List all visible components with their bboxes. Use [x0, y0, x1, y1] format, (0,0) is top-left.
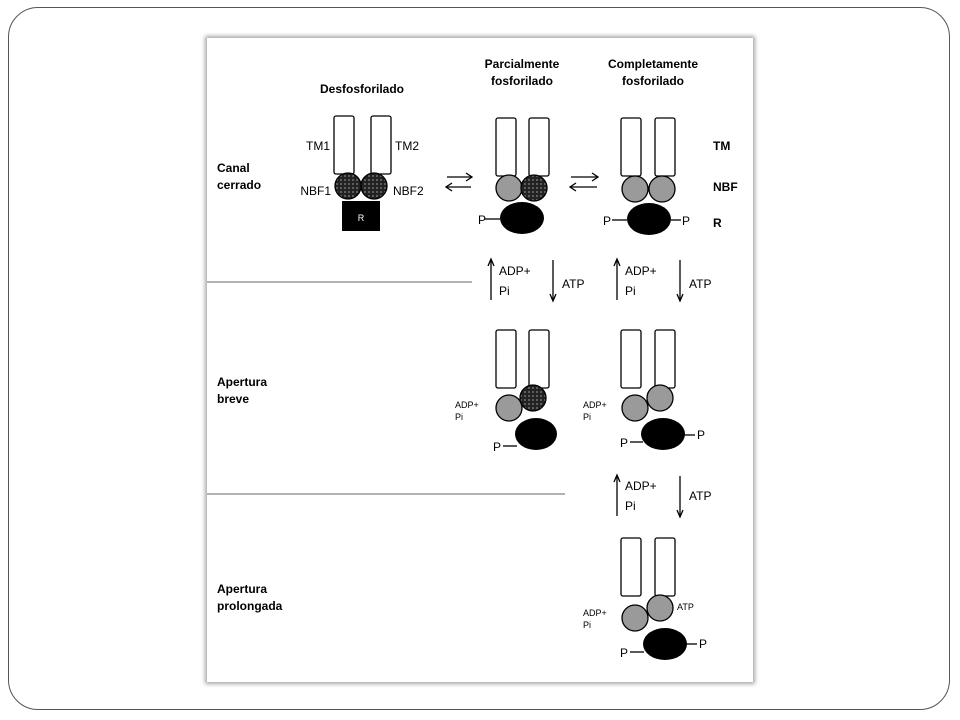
svg-text:ATP: ATP — [562, 277, 584, 291]
label-nbf1: NBF1 — [300, 184, 331, 198]
label-nbf2: NBF2 — [393, 184, 424, 198]
svg-text:ADP+: ADP+ — [625, 479, 657, 493]
header-completo-line2: fosforilado — [622, 74, 684, 88]
svg-text:ATP: ATP — [677, 602, 694, 612]
svg-text:Pi: Pi — [583, 412, 591, 422]
svg-text:Pi: Pi — [499, 284, 510, 298]
phospho-p-left: P — [603, 214, 611, 228]
channel-dephosphorylated: TM1 TM2 NBF1 NBF2 R — [300, 115, 424, 231]
r-domain — [342, 201, 380, 231]
r-domain-label: R — [358, 213, 365, 223]
label-tm1: TM1 — [306, 139, 330, 153]
svg-text:Pi: Pi — [583, 620, 591, 630]
tm2-segment — [370, 115, 392, 175]
svg-text:ADP+: ADP+ — [583, 608, 607, 618]
channel-full-brief: P P ADP+ Pi — [583, 329, 705, 450]
svg-text:ADP+: ADP+ — [499, 264, 531, 278]
svg-text:P: P — [620, 436, 628, 450]
label-r: R — [713, 216, 722, 230]
transition-full-2: ADP+ Pi ATP — [613, 473, 711, 519]
row-canal-line2: cerrado — [217, 178, 261, 192]
row-prolongada-line1: Apertura — [217, 582, 267, 596]
channel-full-closed: P P — [603, 117, 690, 235]
label-tm2: TM2 — [395, 139, 419, 153]
svg-text:P: P — [620, 646, 628, 660]
svg-text:Pi: Pi — [625, 499, 636, 513]
nbf1-domain — [495, 174, 523, 202]
phospho-p: P — [478, 213, 486, 227]
svg-text:ADP+: ADP+ — [455, 400, 479, 410]
phospho-p-right: P — [682, 214, 690, 228]
channel-partial-closed: P — [478, 117, 550, 234]
svg-text:P: P — [697, 428, 705, 442]
row-canal-line1: Canal — [217, 161, 250, 175]
nbf2-domain — [520, 174, 548, 202]
svg-text:ATP: ATP — [689, 489, 711, 503]
row-breve-line2: breve — [217, 392, 249, 406]
r-domain — [500, 202, 544, 234]
equilibrium-arrows-2 — [568, 172, 600, 192]
tm1-segment — [333, 115, 355, 175]
svg-text:Pi: Pi — [455, 412, 463, 422]
header-completo-line1: Completamente — [608, 57, 698, 71]
svg-text:P: P — [699, 637, 707, 651]
label-nbf: NBF — [713, 180, 738, 194]
svg-text:ATP: ATP — [689, 277, 711, 291]
row-breve-line1: Apertura — [217, 375, 267, 389]
transition-full-1: ADP+ Pi ATP — [613, 257, 711, 303]
header-parcial-line2: fosforilado — [491, 74, 553, 88]
header-desfosforilado: Desfosforilado — [320, 82, 404, 96]
nbf2-domain — [360, 172, 388, 200]
svg-text:ADP+: ADP+ — [583, 400, 607, 410]
svg-text:ADP+: ADP+ — [625, 264, 657, 278]
row-prolongada-line2: prolongada — [217, 599, 283, 613]
svg-text:P: P — [493, 440, 501, 454]
cftr-figure: Desfosforilado Parcialmente fosforilado … — [207, 38, 753, 682]
channel-full-prolonged: P P ADP+ Pi ATP — [583, 537, 707, 660]
cftr-diagram: Desfosforilado Parcialmente fosforilado … — [207, 57, 738, 660]
nbf1-domain — [334, 172, 362, 200]
channel-partial-brief: P ADP+ Pi — [455, 329, 557, 454]
transition-partial-1: ADP+ Pi ATP — [487, 257, 584, 303]
equilibrium-arrows-1 — [444, 172, 474, 192]
header-parcial-line1: Parcialmente — [485, 57, 560, 71]
label-tm: TM — [713, 139, 730, 153]
svg-text:Pi: Pi — [625, 284, 636, 298]
